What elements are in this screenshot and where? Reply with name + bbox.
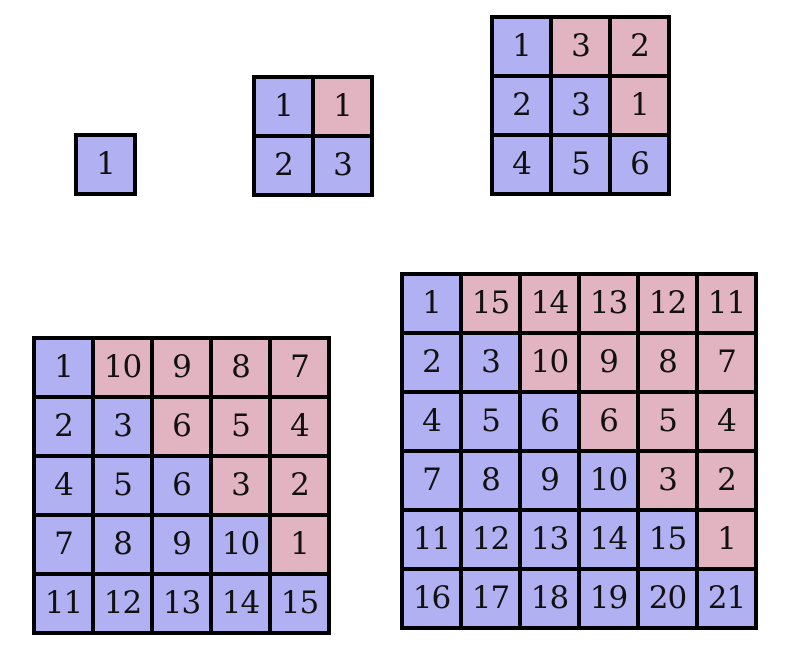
grid-cell: 1 [612, 78, 667, 133]
grid-cell: 9 [522, 453, 577, 508]
grid-cell: 1 [36, 340, 91, 395]
grid-cell: 11 [404, 512, 459, 567]
grid-cell: 11 [36, 576, 91, 631]
grid-1x1: 1 [74, 133, 137, 196]
grid-cell: 5 [463, 394, 518, 449]
grid-cell: 12 [95, 576, 150, 631]
grid-cell: 10 [213, 517, 268, 572]
grid-cell: 9 [154, 340, 209, 395]
grid-cell: 1 [494, 19, 549, 74]
grid-cell: 17 [463, 571, 518, 626]
grid-cell: 4 [272, 399, 327, 454]
grid-cell: 8 [95, 517, 150, 572]
grid-cell: 1 [404, 276, 459, 331]
grid-cell: 5 [553, 137, 608, 192]
grid-cell: 1 [315, 79, 370, 134]
grid-cell: 13 [522, 512, 577, 567]
grid-cell: 4 [494, 137, 549, 192]
grid-cell: 9 [581, 335, 636, 390]
grid-cell: 8 [213, 340, 268, 395]
grid-cell: 8 [640, 335, 695, 390]
grid-cell: 3 [553, 19, 608, 74]
grid-cell: 14 [522, 276, 577, 331]
grid-cell: 13 [581, 276, 636, 331]
grid-cell: 19 [581, 571, 636, 626]
grid-cell: 3 [213, 458, 268, 513]
grid-cell: 1 [699, 512, 754, 567]
grid-cell: 7 [699, 335, 754, 390]
grid-cell: 7 [272, 340, 327, 395]
grid-cell: 2 [36, 399, 91, 454]
grid-cell: 3 [463, 335, 518, 390]
grid-cell: 15 [640, 512, 695, 567]
grid-cell: 15 [463, 276, 518, 331]
grid-cell: 1 [272, 517, 327, 572]
grid-cell: 2 [494, 78, 549, 133]
grid-cell: 18 [522, 571, 577, 626]
grid-cell: 2 [612, 19, 667, 74]
grid-cell: 5 [640, 394, 695, 449]
grid-cell: 8 [463, 453, 518, 508]
grid-cell: 3 [553, 78, 608, 133]
grid-cell: 14 [581, 512, 636, 567]
grid-cell: 11 [699, 276, 754, 331]
grid-cell: 7 [36, 517, 91, 572]
grid-cell: 14 [213, 576, 268, 631]
grid-cell: 2 [256, 138, 311, 193]
grid-cell: 13 [154, 576, 209, 631]
grid-cell: 9 [154, 517, 209, 572]
grid-cell: 21 [699, 571, 754, 626]
grid-cell: 20 [640, 571, 695, 626]
grid-cell: 2 [699, 453, 754, 508]
grid-cell: 10 [95, 340, 150, 395]
grid-cell: 10 [581, 453, 636, 508]
grid-cell: 2 [272, 458, 327, 513]
grid-cell: 6 [522, 394, 577, 449]
grid-cell: 10 [522, 335, 577, 390]
grid-cell: 15 [272, 576, 327, 631]
grid-cell: 6 [154, 458, 209, 513]
grid-cell: 12 [640, 276, 695, 331]
grid-cell: 6 [581, 394, 636, 449]
grid-cell: 1 [78, 137, 133, 192]
grid-cell: 16 [404, 571, 459, 626]
grid-cell: 4 [36, 458, 91, 513]
grid-cell: 5 [95, 458, 150, 513]
grid-cell: 3 [640, 453, 695, 508]
grid-cell: 3 [315, 138, 370, 193]
grid-cell: 7 [404, 453, 459, 508]
grid-cell: 6 [612, 137, 667, 192]
grid-cell: 3 [95, 399, 150, 454]
grid-cell: 4 [699, 394, 754, 449]
grid-cell: 6 [154, 399, 209, 454]
grid-cell: 1 [256, 79, 311, 134]
grid-cell: 5 [213, 399, 268, 454]
grid-cell: 2 [404, 335, 459, 390]
grid-cell: 4 [404, 394, 459, 449]
grid-cell: 12 [463, 512, 518, 567]
